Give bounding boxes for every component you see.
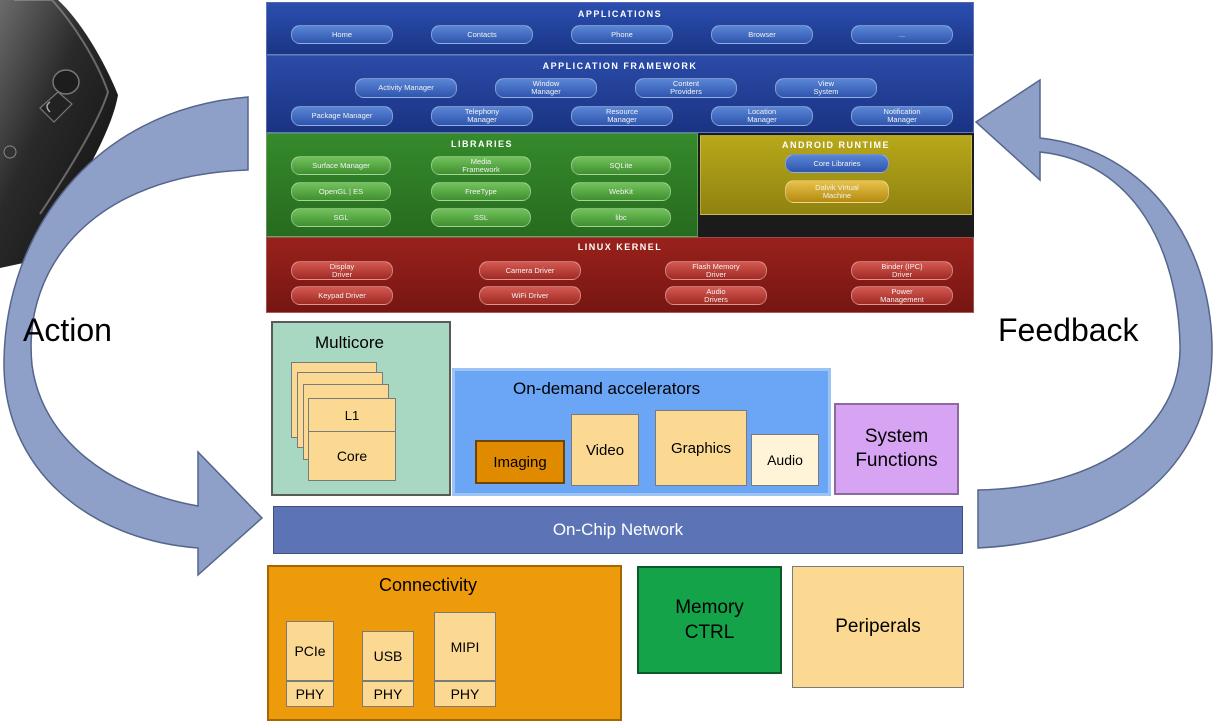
feedback-label: Feedback bbox=[998, 312, 1139, 348]
window-manager: Window Manager bbox=[495, 78, 597, 98]
pcie-block: PCIe bbox=[286, 621, 334, 681]
action-label: Action bbox=[23, 312, 112, 348]
core-label: Core bbox=[336, 448, 368, 464]
resource-manager: Resource Manager bbox=[571, 106, 673, 126]
wifi-driver: WiFi Driver bbox=[479, 286, 581, 305]
app-more: ... bbox=[851, 25, 953, 44]
core-l1: L1 bbox=[308, 398, 396, 432]
flash-memory-driver: Flash Memory Driver bbox=[665, 261, 767, 280]
sqlite: SQLite bbox=[571, 156, 671, 175]
core-libraries: Core Libraries bbox=[785, 154, 889, 173]
power-management: Power Management bbox=[851, 286, 953, 305]
webkit: WebKit bbox=[571, 182, 671, 201]
view-system: View System bbox=[775, 78, 877, 98]
peripherals-block: Periperals bbox=[792, 566, 964, 688]
freetype: FreeType bbox=[431, 182, 531, 201]
video-block: Video bbox=[571, 414, 639, 486]
pcie-phy: PHY bbox=[286, 681, 334, 707]
libraries-band: Libraries Surface Manager Media Framewor… bbox=[266, 133, 698, 237]
applications-band: Applications Home Contacts Phone Browser… bbox=[266, 2, 974, 55]
opengl-es: OpenGL | ES bbox=[291, 182, 391, 201]
media-framework: Media Framework bbox=[431, 156, 531, 175]
audio-drivers: Audio Drivers bbox=[665, 286, 767, 305]
android-stack: Applications Home Contacts Phone Browser… bbox=[266, 2, 974, 313]
content-providers: Content Providers bbox=[635, 78, 737, 98]
app-contacts: Contacts bbox=[431, 25, 533, 44]
accelerators-title: On-demand accelerators bbox=[513, 379, 701, 398]
dalvik-vm: Dalvik Virtual Machine bbox=[785, 180, 889, 203]
usb-phy: PHY bbox=[362, 681, 414, 707]
audio-block: Audio bbox=[751, 434, 819, 486]
libc: libc bbox=[571, 208, 671, 227]
camera-driver: Camera Driver bbox=[479, 261, 581, 280]
action-arrow bbox=[3, 96, 264, 577]
memory-ctrl-label: Memory CTRL bbox=[675, 597, 744, 643]
l1-label: L1 bbox=[344, 407, 360, 423]
applications-title: Applications bbox=[577, 9, 663, 19]
app-home: Home bbox=[291, 25, 393, 44]
mipi-phy: PHY bbox=[434, 681, 496, 707]
notification-manager: Notification Manager bbox=[851, 106, 953, 126]
location-manager: Location Manager bbox=[711, 106, 813, 126]
runtime-band: Android Runtime Core Libraries Dalvik Vi… bbox=[700, 135, 972, 215]
feedback-arrow bbox=[974, 78, 1213, 549]
display-driver: Display Driver bbox=[291, 261, 393, 280]
system-functions-block: System Functions bbox=[834, 403, 959, 495]
libraries-title: Libraries bbox=[450, 139, 513, 149]
multicore-title: Multicore bbox=[315, 333, 384, 352]
memory-ctrl-block: Memory CTRL bbox=[637, 566, 782, 674]
kernel-band: Linux Kernel Display Driver Camera Drive… bbox=[266, 237, 974, 313]
phone-image bbox=[0, 0, 118, 268]
activity-manager: Activity Manager bbox=[355, 78, 457, 98]
keypad-driver: Keypad Driver bbox=[291, 286, 393, 305]
imaging-block: Imaging bbox=[475, 440, 565, 484]
core-unit: Core bbox=[308, 431, 396, 481]
package-manager: Package Manager bbox=[291, 106, 393, 126]
telephony-manager: Telephony Manager bbox=[431, 106, 533, 126]
system-functions-label: System Functions bbox=[855, 426, 938, 471]
framework-band: Application Framework Activity Manager W… bbox=[266, 55, 974, 133]
connectivity-title: Connectivity bbox=[379, 575, 478, 595]
framework-title: Application Framework bbox=[542, 61, 698, 71]
surface-manager: Surface Manager bbox=[291, 156, 391, 175]
runtime-title: Android Runtime bbox=[782, 140, 890, 150]
ssl: SSL bbox=[431, 208, 531, 227]
on-chip-network: On-Chip Network bbox=[273, 506, 963, 554]
binder-ipc-driver: Binder (IPC) Driver bbox=[851, 261, 953, 280]
graphics-block: Graphics bbox=[655, 410, 747, 486]
kernel-title: Linux Kernel bbox=[577, 242, 663, 252]
mipi-block: MIPI bbox=[434, 612, 496, 681]
app-phone: Phone bbox=[571, 25, 673, 44]
usb-block: USB bbox=[362, 631, 414, 681]
app-browser: Browser bbox=[711, 25, 813, 44]
sgl: SGL bbox=[291, 208, 391, 227]
